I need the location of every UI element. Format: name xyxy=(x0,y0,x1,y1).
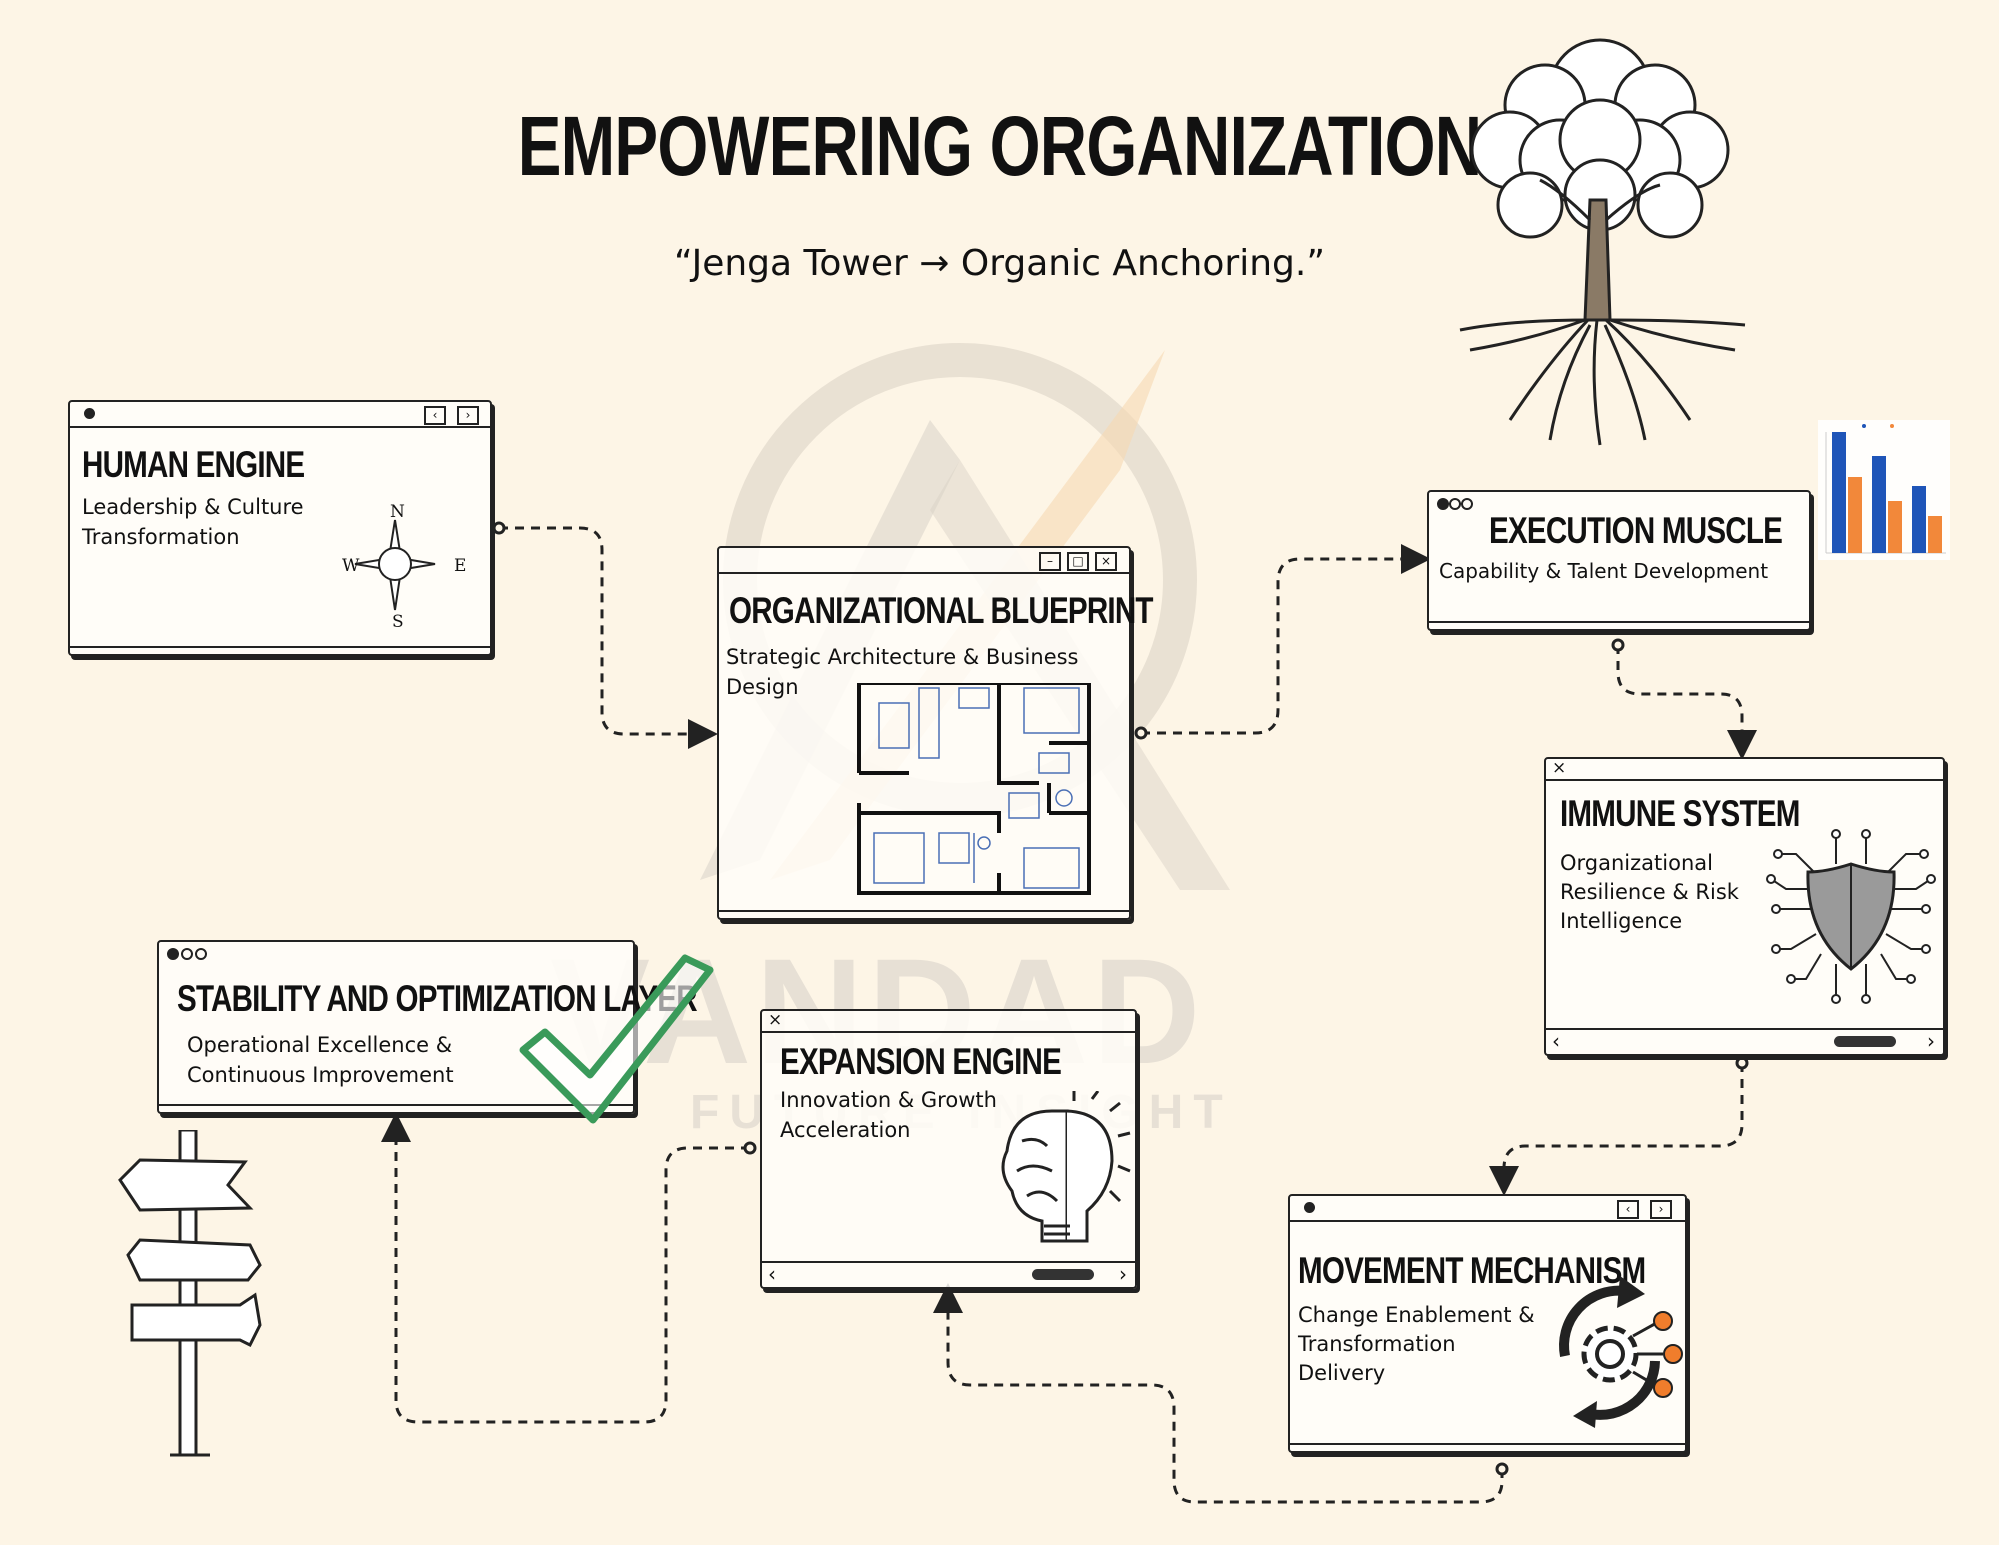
window-scrollbar[interactable]: ‹ › xyxy=(762,1261,1135,1287)
scroll-left-icon[interactable]: ‹ xyxy=(768,1262,776,1286)
expansion-engine-window[interactable]: × EXPANSION ENGINE Innovation & Growth A… xyxy=(760,1009,1137,1289)
close-button[interactable]: × xyxy=(1095,552,1117,571)
window-dot xyxy=(167,948,179,960)
scroll-thumb[interactable] xyxy=(1032,1269,1094,1280)
window-titlebar: × xyxy=(762,1010,1135,1033)
execution-muscle-title: EXECUTION MUSCLE xyxy=(1489,510,1783,551)
back-button[interactable]: ‹ xyxy=(1617,1200,1639,1219)
tree-icon xyxy=(1459,38,1746,446)
human-engine-desc: Leadership & Culture Transformation xyxy=(82,495,304,549)
window-titlebar: – □ × xyxy=(719,548,1129,574)
expansion-engine-desc: Innovation & Growth Acceleration xyxy=(780,1088,997,1142)
blueprint-desc: Strategic Architecture & Business Design xyxy=(726,645,1079,699)
expansion-engine-title: EXPANSION ENGINE xyxy=(780,1041,1062,1082)
window-footer xyxy=(1290,1443,1685,1451)
shield-circuit-icon xyxy=(1766,829,1936,1004)
window-dot xyxy=(181,948,193,960)
bar-chart-icon xyxy=(1818,420,1950,560)
window-dot xyxy=(1461,498,1473,510)
scroll-thumb[interactable] xyxy=(1834,1036,1896,1047)
maximize-button[interactable]: □ xyxy=(1067,552,1089,571)
close-icon[interactable]: × xyxy=(1552,758,1567,778)
signpost-icon xyxy=(118,1130,262,1457)
window-dot xyxy=(1304,1202,1315,1213)
window-dot xyxy=(1449,498,1461,510)
immune-system-title: IMMUNE SYSTEM xyxy=(1560,793,1800,834)
window-dot xyxy=(195,948,207,960)
execution-muscle-desc: Capability & Talent Development xyxy=(1439,559,1769,583)
window-titlebar xyxy=(1429,492,1809,516)
scroll-left-icon[interactable]: ‹ xyxy=(1552,1029,1560,1053)
window-footer xyxy=(1429,621,1809,629)
blueprint-window[interactable]: – □ × ORGANIZATIONAL BLUEPRINT Strategic… xyxy=(717,546,1153,920)
page-title: EMPOWERING ORGANIZATION xyxy=(517,99,1482,193)
brain-bulb-icon xyxy=(1001,1091,1131,1243)
compass-s: S xyxy=(392,612,404,632)
human-engine-window[interactable]: ‹ › HUMAN ENGINE Leadership & Culture Tr… xyxy=(68,400,492,656)
forward-button[interactable]: › xyxy=(457,406,479,425)
window-footer xyxy=(719,910,1129,918)
stability-layer-title: STABILITY AND OPTIMIZATION LAYER xyxy=(177,978,698,1019)
window-titlebar: ‹ › xyxy=(1290,1196,1685,1222)
compass-icon xyxy=(354,519,436,611)
movement-mechanism-title: MOVEMENT MECHANISM xyxy=(1298,1250,1646,1291)
stability-layer-desc: Operational Excellence & Continuous Impr… xyxy=(187,1033,454,1087)
compass-e: E xyxy=(454,556,467,576)
window-titlebar: × xyxy=(1546,758,1943,781)
floor-plan-icon xyxy=(857,683,1091,895)
movement-mechanism-desc: Change Enablement & Transformation Deliv… xyxy=(1298,1303,1535,1385)
execution-muscle-window[interactable]: EXECUTION MUSCLE Capability & Talent Dev… xyxy=(1427,490,1811,631)
window-titlebar xyxy=(159,942,633,966)
window-dot xyxy=(1437,498,1449,510)
forward-button[interactable]: › xyxy=(1650,1200,1672,1219)
close-icon[interactable]: × xyxy=(768,1010,783,1030)
page-subtitle: “Jenga Tower → Organic Anchoring.” xyxy=(674,243,1325,284)
minimize-button[interactable]: – xyxy=(1039,552,1061,571)
window-scrollbar[interactable]: ‹ › xyxy=(1546,1028,1943,1054)
compass-n: N xyxy=(390,502,405,522)
window-dot xyxy=(84,408,95,419)
immune-system-window[interactable]: × IMMUNE SYSTEM Organizational Resilienc… xyxy=(1544,757,1945,1056)
blueprint-title: ORGANIZATIONAL BLUEPRINT xyxy=(729,590,1153,631)
scroll-right-icon[interactable]: › xyxy=(1927,1029,1935,1053)
scroll-right-icon[interactable]: › xyxy=(1119,1262,1127,1286)
movement-mechanism-window[interactable]: ‹ › MOVEMENT MECHANISM Change Enablement… xyxy=(1288,1194,1687,1453)
compass-w: W xyxy=(342,556,360,576)
back-button[interactable]: ‹ xyxy=(424,406,446,425)
gear-cycle-icon xyxy=(1559,1276,1683,1428)
window-titlebar: ‹ › xyxy=(70,402,490,428)
window-footer xyxy=(70,646,490,654)
checkmark-icon xyxy=(519,954,714,1124)
window-footer xyxy=(159,1104,633,1112)
immune-system-desc: Organizational Resilience & Risk Intelli… xyxy=(1560,851,1739,933)
human-engine-title: HUMAN ENGINE xyxy=(82,444,305,485)
